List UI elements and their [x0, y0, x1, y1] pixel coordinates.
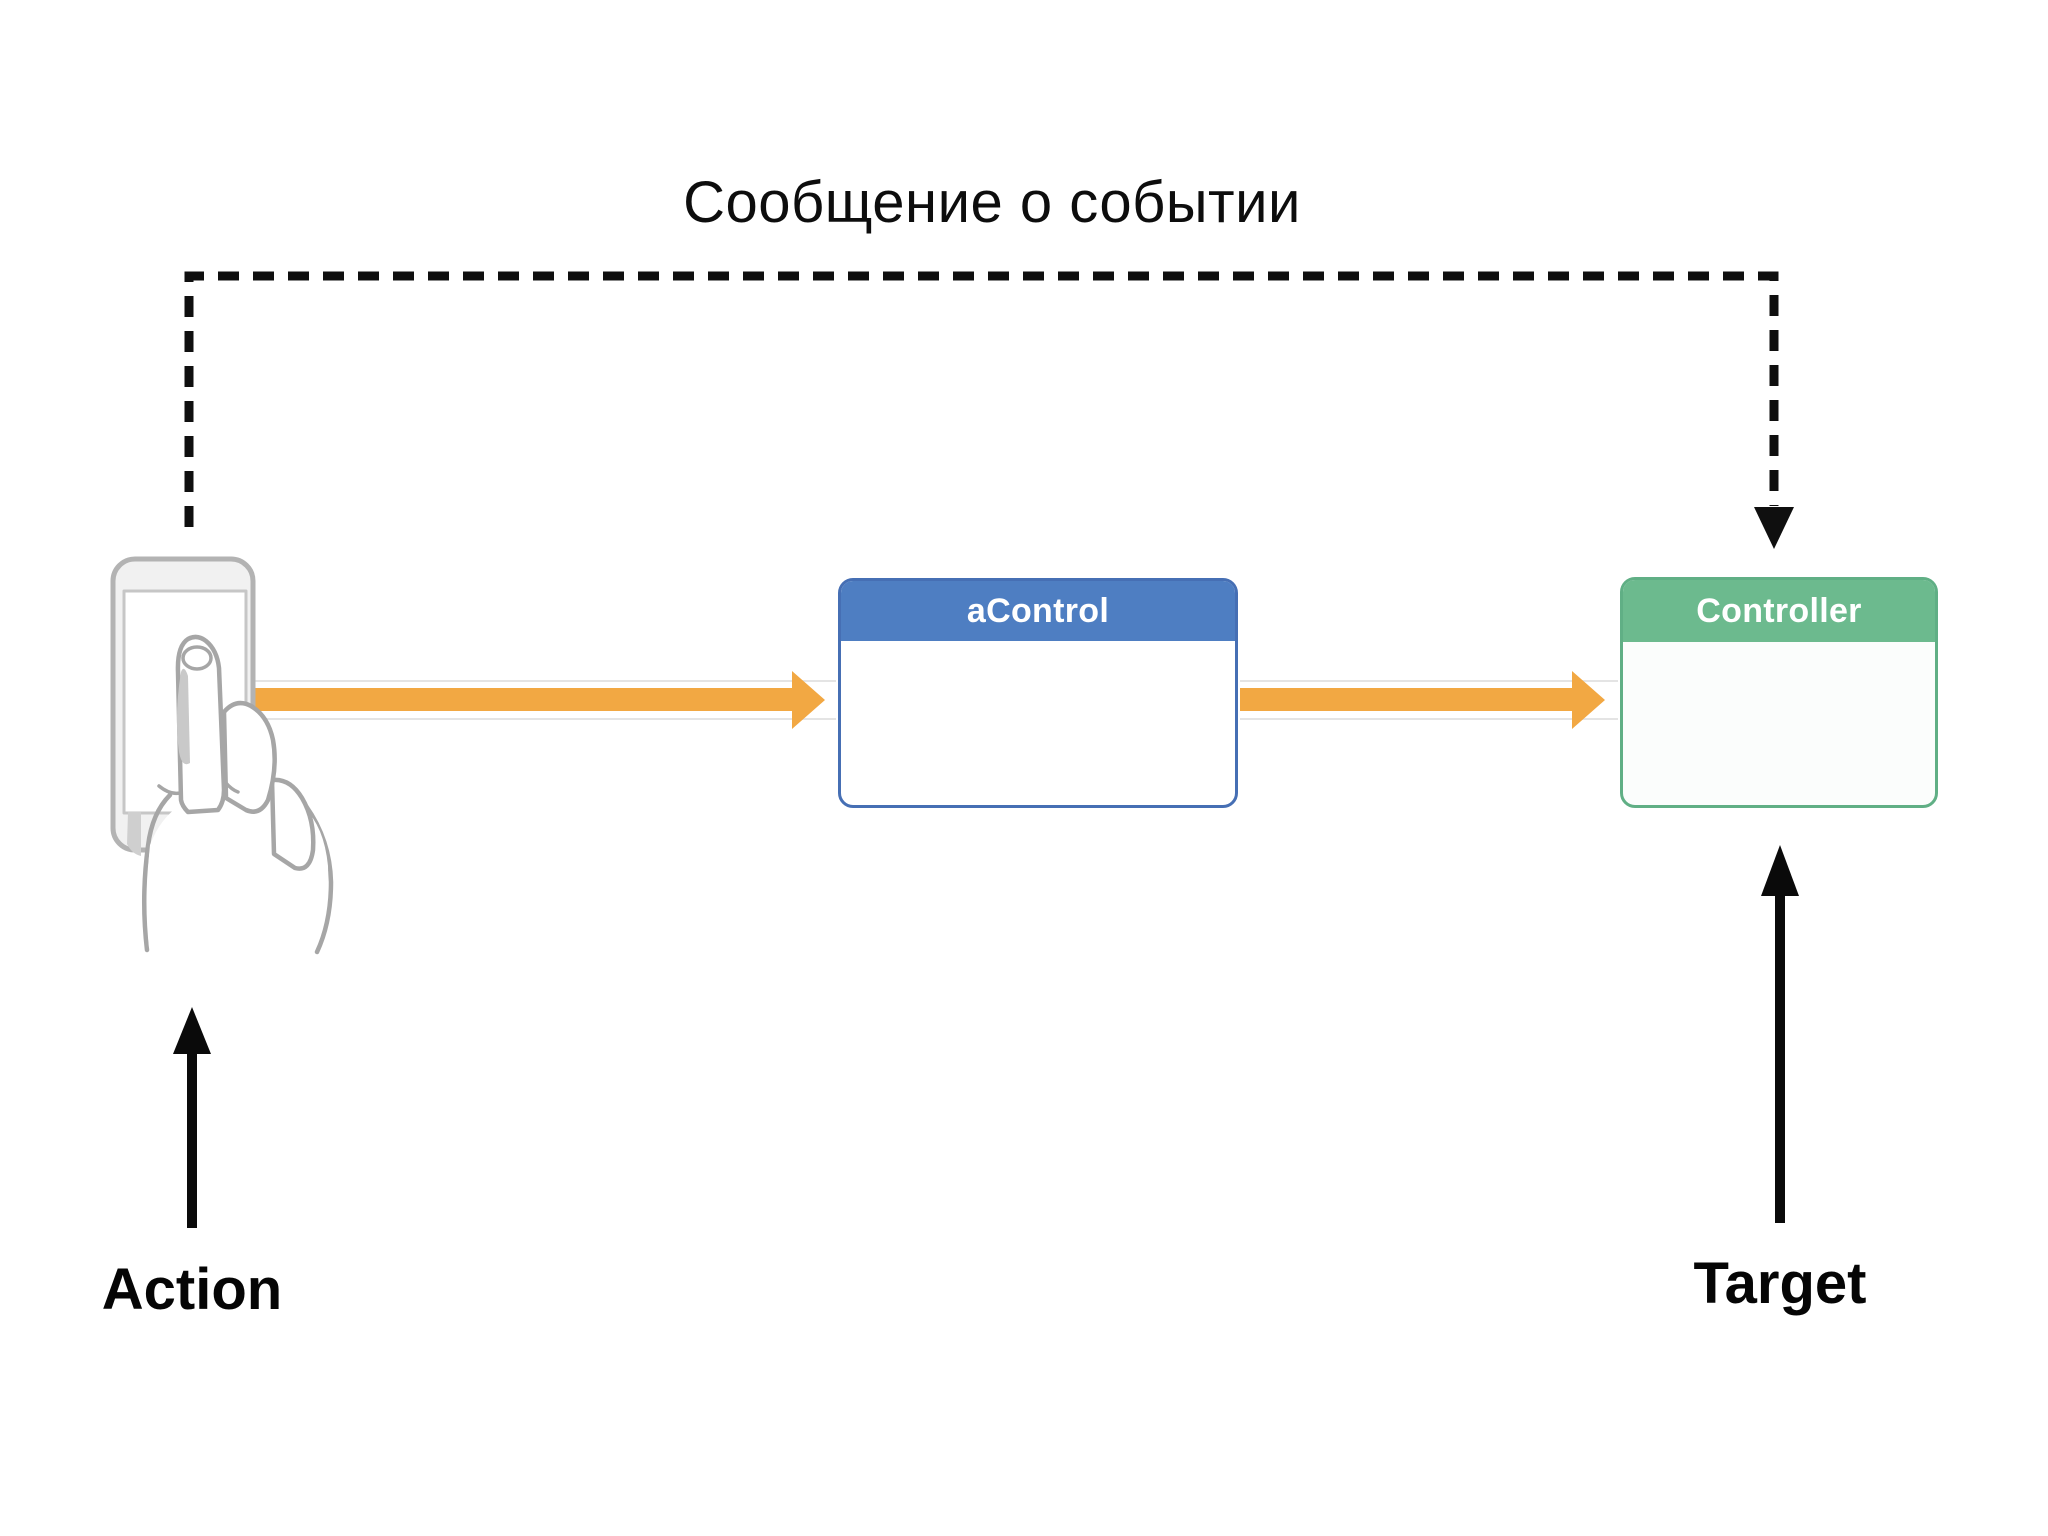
controller-box: Controller: [1620, 577, 1938, 808]
controller-header: Controller: [1623, 580, 1935, 642]
phone-body: [110, 556, 256, 853]
acontrol-box: aControl: [838, 578, 1238, 808]
dashed-connector-arrowhead-icon: [1754, 507, 1794, 549]
target-label: Target: [1693, 1251, 1867, 1316]
acontrol-label: aControl: [966, 591, 1110, 630]
target-arrow-icon: [1761, 845, 1799, 1223]
acontrol-header: aControl: [841, 581, 1235, 641]
event-message-dashed-connector: [184, 271, 1779, 527]
controller-label: Controller: [1696, 591, 1862, 630]
event-message-title: Сообщение о событии: [683, 170, 1301, 235]
hand-touching-phone-icon: [110, 556, 334, 955]
action-arrow-icon: [173, 1007, 211, 1228]
event-arrow-control-to-controller: [1240, 671, 1605, 729]
event-arrow-phone-to-control: [250, 671, 825, 729]
action-label: Action: [101, 1257, 283, 1322]
phone-screen: [122, 589, 248, 815]
